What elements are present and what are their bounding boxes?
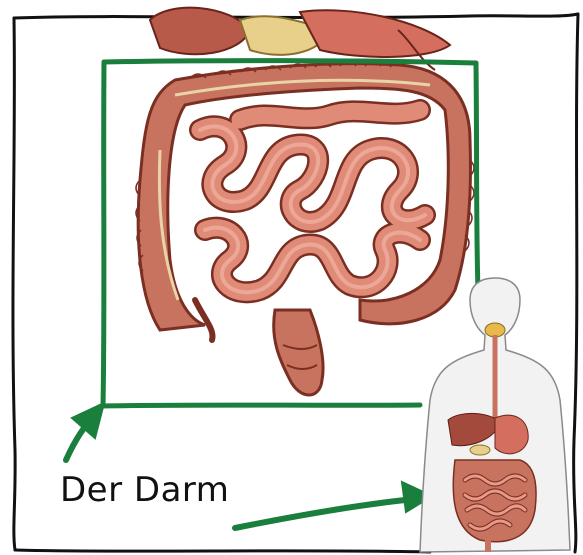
human-torso-inset-illustration [420,278,570,552]
caption-text: Der Darm [60,470,229,510]
arrow-to-box-icon [66,403,104,460]
arrow-to-inset-icon [235,482,432,528]
small-intestine-illustration [200,110,425,292]
